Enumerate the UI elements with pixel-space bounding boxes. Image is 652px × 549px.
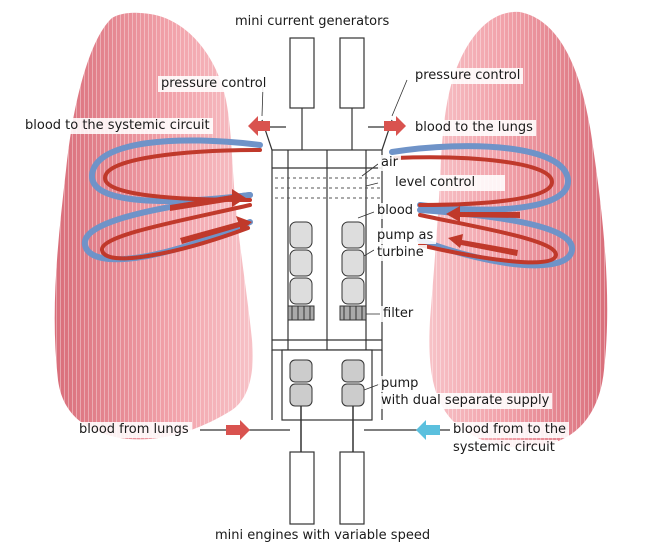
label-blood-from-systemic-2: systemic circuit: [450, 440, 558, 456]
label-pump: pump: [378, 376, 421, 392]
label-blood-from-systemic-1: blood from to the: [450, 422, 569, 438]
label-pump-as: pump as: [374, 228, 436, 244]
label-filter: filter: [380, 306, 416, 322]
label-dual-separate-supply: with dual separate supply: [378, 393, 552, 409]
label-blood-to-lungs: blood to the lungs: [412, 120, 536, 136]
device-body: [272, 150, 382, 420]
label-turbine: turbine: [374, 245, 427, 261]
label-blood-to-systemic-circuit: blood to the systemic circuit: [22, 118, 213, 134]
mini-engines: [290, 452, 364, 524]
mini-current-generators: [290, 38, 364, 150]
label-blood-from-lungs: blood from lungs: [76, 422, 192, 438]
label-pressure-control-left: pressure control: [158, 76, 269, 92]
label-air: air: [378, 155, 401, 171]
label-level-control: level control: [392, 175, 505, 191]
label-pressure-control-right: pressure control: [412, 68, 523, 84]
label-mini-current-generators: mini current generators: [232, 14, 392, 30]
label-blood: blood: [374, 203, 416, 219]
label-mini-engines: mini engines with variable speed: [212, 528, 433, 544]
